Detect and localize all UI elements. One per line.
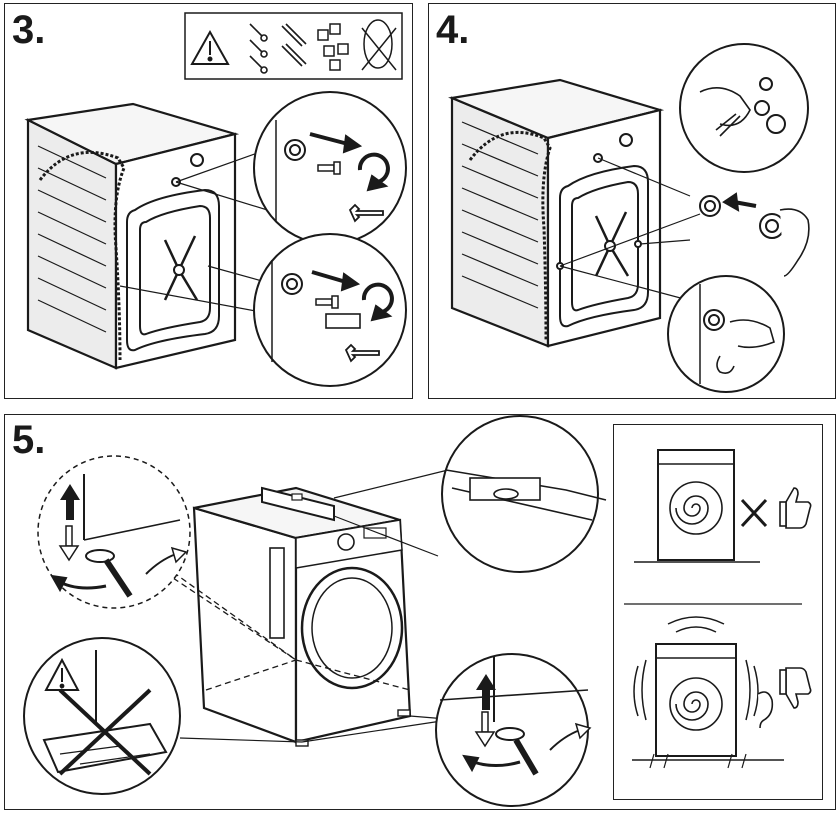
warning-triangle-icon [190, 29, 230, 65]
step-4-number: 4. [436, 8, 470, 52]
ear-icon [757, 691, 774, 729]
thumbs-down-icon [779, 667, 812, 709]
vibrating-machine-example [632, 616, 812, 769]
step-5-number: 5. [12, 418, 46, 462]
detail-no-wooden-support [23, 637, 181, 795]
detail-insert-caps [699, 192, 810, 277]
washing-machine-front [99, 486, 412, 747]
detail-check-level [441, 415, 607, 573]
spirit-level-icon [261, 486, 335, 522]
washing-machine-rear-step3 [24, 102, 240, 370]
step-4-illustration [448, 43, 810, 393]
discard-packaging-icon [361, 19, 397, 71]
detail-press-cap [667, 275, 785, 393]
step-5-illustration [23, 415, 812, 807]
stable-machine-example [634, 449, 812, 563]
detail-adjust-foot-left [37, 455, 191, 609]
hose-clips-icon [317, 23, 349, 71]
washing-machine-rear-step4 [448, 78, 665, 348]
detail-remove-spacer [253, 233, 407, 387]
step-3-illustration [24, 12, 407, 387]
transit-bolts-icon [249, 23, 307, 74]
detail-remove-transit-bolt [253, 91, 407, 245]
step-3-number: 3. [12, 8, 46, 52]
detail-cut-caps [679, 43, 809, 173]
thumbs-up-icon [779, 487, 812, 529]
detail-adjust-foot-right [435, 653, 592, 807]
